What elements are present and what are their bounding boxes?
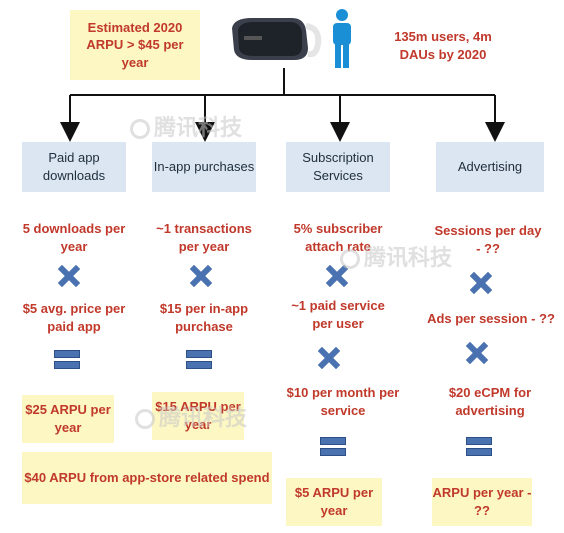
multiply-icon bbox=[470, 272, 492, 294]
subscription-result: $5 ARPU per year bbox=[286, 478, 382, 526]
advertising-result: ARPU per year - ?? bbox=[432, 478, 532, 526]
paid-app-result: $25 ARPU per year bbox=[22, 395, 114, 443]
watermark: 腾讯科技 bbox=[340, 240, 452, 272]
equals-icon bbox=[320, 437, 346, 459]
in-app-step2: $15 per in-app purchase bbox=[159, 301, 249, 335]
person-icon bbox=[333, 9, 351, 68]
column-header-paid-app-downloads: Paid app downloads bbox=[22, 142, 126, 192]
subscription-step2: ~1 paid service per user bbox=[291, 298, 385, 332]
paid-app-step2: $5 avg. price per paid app bbox=[22, 301, 126, 335]
equals-icon bbox=[466, 437, 492, 459]
subscription-step3: $10 per month per service bbox=[286, 385, 400, 419]
multiply-icon bbox=[190, 265, 212, 287]
vr-headset-icon bbox=[232, 18, 322, 60]
combined-arpu-result: $40 ARPU from app-store related spend bbox=[22, 452, 272, 504]
advertising-step3: $20 eCPM for advertising bbox=[448, 385, 532, 419]
multiply-icon bbox=[466, 342, 488, 364]
paid-app-step1: 5 downloads per year bbox=[22, 221, 126, 255]
multiply-icon bbox=[326, 265, 348, 287]
equals-icon bbox=[54, 350, 80, 372]
column-header-advertising: Advertising bbox=[436, 142, 544, 192]
users-note: 135m users, 4m DAUs by 2020 bbox=[394, 29, 492, 63]
arpu-estimate-note: Estimated 2020 ARPU > $45 per year bbox=[70, 10, 200, 80]
multiply-icon bbox=[58, 265, 80, 287]
equals-icon bbox=[186, 350, 212, 372]
multiply-icon bbox=[318, 347, 340, 369]
watermark: 腾讯科技 bbox=[135, 400, 247, 432]
column-header-subscription-services: Subscription Services bbox=[286, 142, 390, 192]
advertising-step2: Ads per session - ?? bbox=[427, 311, 555, 326]
in-app-step1: ~1 transactions per year bbox=[156, 221, 252, 255]
in-app-result: $15 ARPU per year bbox=[152, 392, 244, 440]
column-header-in-app-purchases: In-app purchases bbox=[152, 142, 256, 192]
advertising-step1: Sessions per day - ?? bbox=[434, 223, 542, 257]
watermark: 腾讯科技 bbox=[130, 110, 242, 142]
